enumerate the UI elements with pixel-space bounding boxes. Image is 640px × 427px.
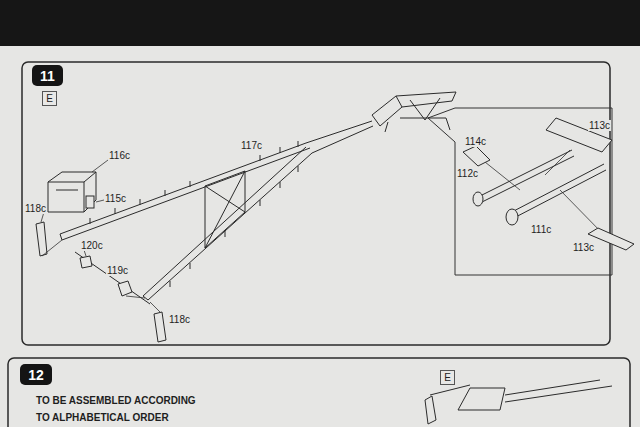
leader-lines bbox=[41, 150, 605, 312]
step-panel bbox=[8, 358, 630, 427]
chassis-frame bbox=[60, 92, 456, 304]
step-panel bbox=[22, 62, 610, 345]
part-number: 113c bbox=[588, 120, 611, 131]
part-sheet-box: E bbox=[440, 370, 455, 385]
node-text: 12 bbox=[28, 367, 44, 383]
part-number: 115c bbox=[104, 193, 127, 204]
step-number: 11 bbox=[32, 65, 63, 86]
part-number: 114c bbox=[464, 136, 487, 147]
part-number: 112c bbox=[456, 168, 479, 179]
instruction-note: TO BE ASSEMBLED ACCORDING TO ALPHABETICA… bbox=[35, 392, 207, 426]
paper bbox=[0, 46, 640, 427]
part-number: 119c bbox=[106, 265, 129, 276]
inset-parts bbox=[463, 118, 634, 250]
part-number: 120c bbox=[80, 240, 104, 251]
part-number: 118c bbox=[168, 314, 191, 325]
dark-background bbox=[0, 0, 640, 50]
node-text: E bbox=[444, 372, 451, 383]
inset-frame bbox=[428, 108, 612, 275]
node-text: E bbox=[46, 93, 53, 104]
rail-ticks bbox=[90, 141, 298, 287]
part-number: 113c bbox=[572, 242, 595, 253]
part-number: 118c bbox=[24, 203, 47, 214]
part-number: 117c bbox=[240, 140, 263, 151]
part-sheet-box: E bbox=[42, 91, 57, 106]
part-number: 116c bbox=[108, 150, 131, 161]
node-text: 11 bbox=[40, 68, 55, 84]
step-number: 12 bbox=[20, 364, 52, 385]
small-parts bbox=[36, 172, 166, 342]
next-step-drawing bbox=[425, 380, 612, 424]
part-number: 111c bbox=[530, 224, 552, 235]
